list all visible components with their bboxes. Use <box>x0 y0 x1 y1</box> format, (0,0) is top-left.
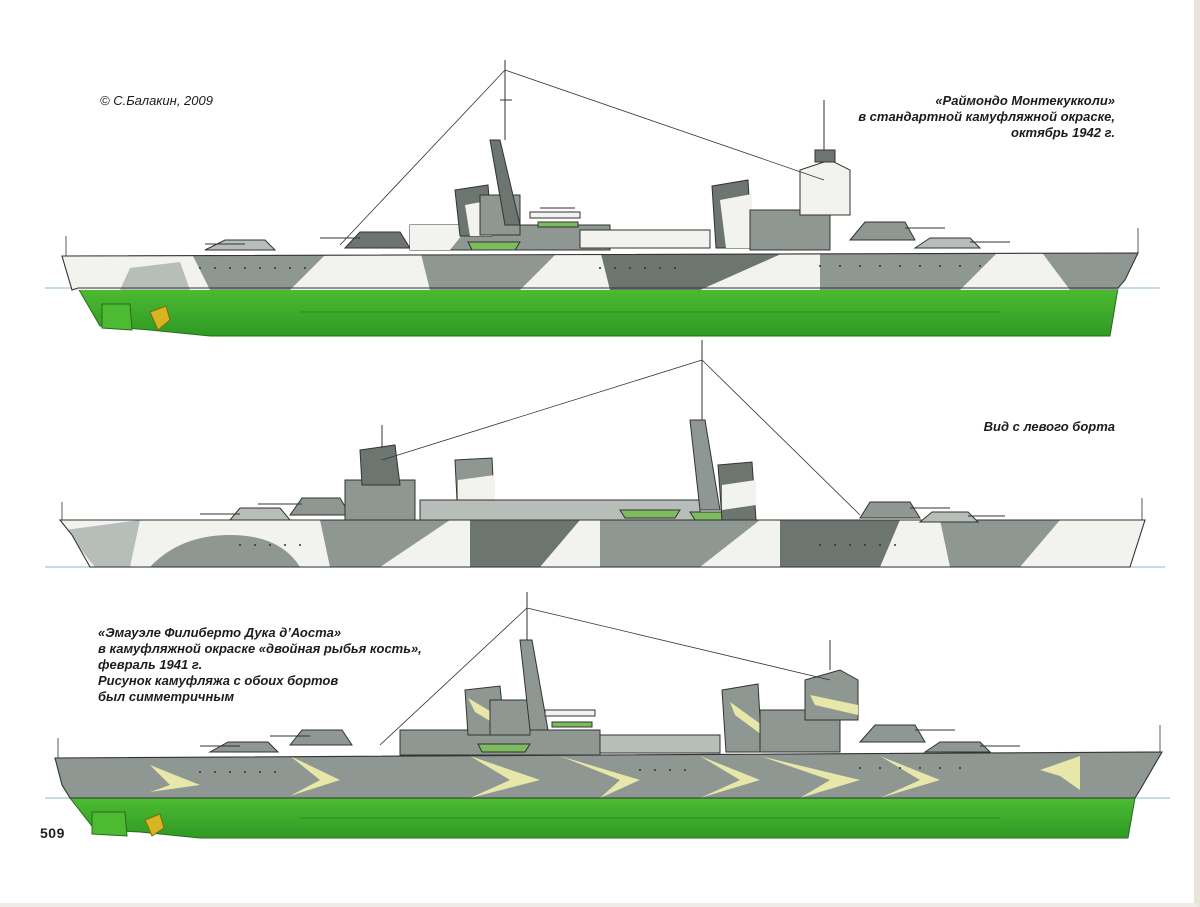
midship-deck <box>599 734 721 754</box>
caption-top-line-2: в стандартной камуфляжной окраске, <box>858 109 1115 124</box>
aft-turret-2 <box>859 501 921 519</box>
hull-outline <box>54 751 1163 799</box>
bridge-structure <box>749 209 831 251</box>
aft-turret-1 <box>918 511 980 523</box>
caption-top-line-3: октябрь 1942 г. <box>1011 125 1115 140</box>
mainmast-tripod <box>519 639 549 731</box>
aft-turret-1 <box>204 239 277 251</box>
forward-turret-1 <box>913 237 982 249</box>
midship-deck <box>579 229 711 249</box>
rigging <box>504 69 825 181</box>
propeller <box>149 305 171 331</box>
forward-turret-2 <box>848 221 916 241</box>
caption-top: «Раймондо Монтекукколи» в стандартной ка… <box>858 93 1115 141</box>
caption-middle: Вид с левого борта <box>984 419 1115 435</box>
fire-control-tower <box>799 159 851 216</box>
rigging <box>381 359 703 461</box>
forward-turret-1 <box>923 741 992 753</box>
ship-duca-daosta <box>45 592 1170 839</box>
propeller <box>144 813 165 837</box>
forward-turret-2 <box>289 497 351 516</box>
copyright-text: © С.Балакин, 2009 <box>100 93 213 108</box>
catapult-structure <box>489 699 531 736</box>
forward-turret-1 <box>228 507 292 521</box>
mainmast-tripod <box>489 139 521 226</box>
aft-turret-2 <box>288 729 353 746</box>
ship-montecuccoli-port <box>45 340 1165 568</box>
rigging <box>526 607 831 681</box>
caption-bottom-line-2: в камуфляжной окраске «двойная рыбья кос… <box>98 641 422 656</box>
caption-bottom-line-1: «Эмауэле Филиберто Дука д’Аоста» <box>98 625 342 640</box>
caption-bottom-line-5: был симметричным <box>98 689 235 704</box>
boat <box>477 743 531 753</box>
aft-turret-1 <box>208 741 280 753</box>
rudder <box>101 303 133 331</box>
fire-control-tower <box>359 444 401 486</box>
caption-bottom-line-3: февраль 1941 г. <box>98 657 203 672</box>
caption-bottom: «Эмауэле Филиберто Дука д’Аоста» в камуф… <box>98 625 422 705</box>
aft-turret-2 <box>343 231 411 249</box>
ship-montecuccoli-starboard <box>45 60 1160 337</box>
boat <box>467 241 521 251</box>
forward-turret-2 <box>858 724 926 743</box>
caption-top-line-1: «Раймондо Монтекукколи» <box>935 93 1115 108</box>
rudder <box>91 811 128 837</box>
bridge-structure <box>344 479 416 521</box>
boat <box>619 509 681 519</box>
page-number: 509 <box>40 825 65 841</box>
seaplane <box>529 207 581 228</box>
mainmast-tripod <box>689 419 721 511</box>
caption-middle-line-1: Вид с левого борта <box>983 419 1115 434</box>
seaplane <box>544 709 596 728</box>
caption-bottom-line-4: Рисунок камуфляжа с обоих бортов <box>98 673 339 688</box>
